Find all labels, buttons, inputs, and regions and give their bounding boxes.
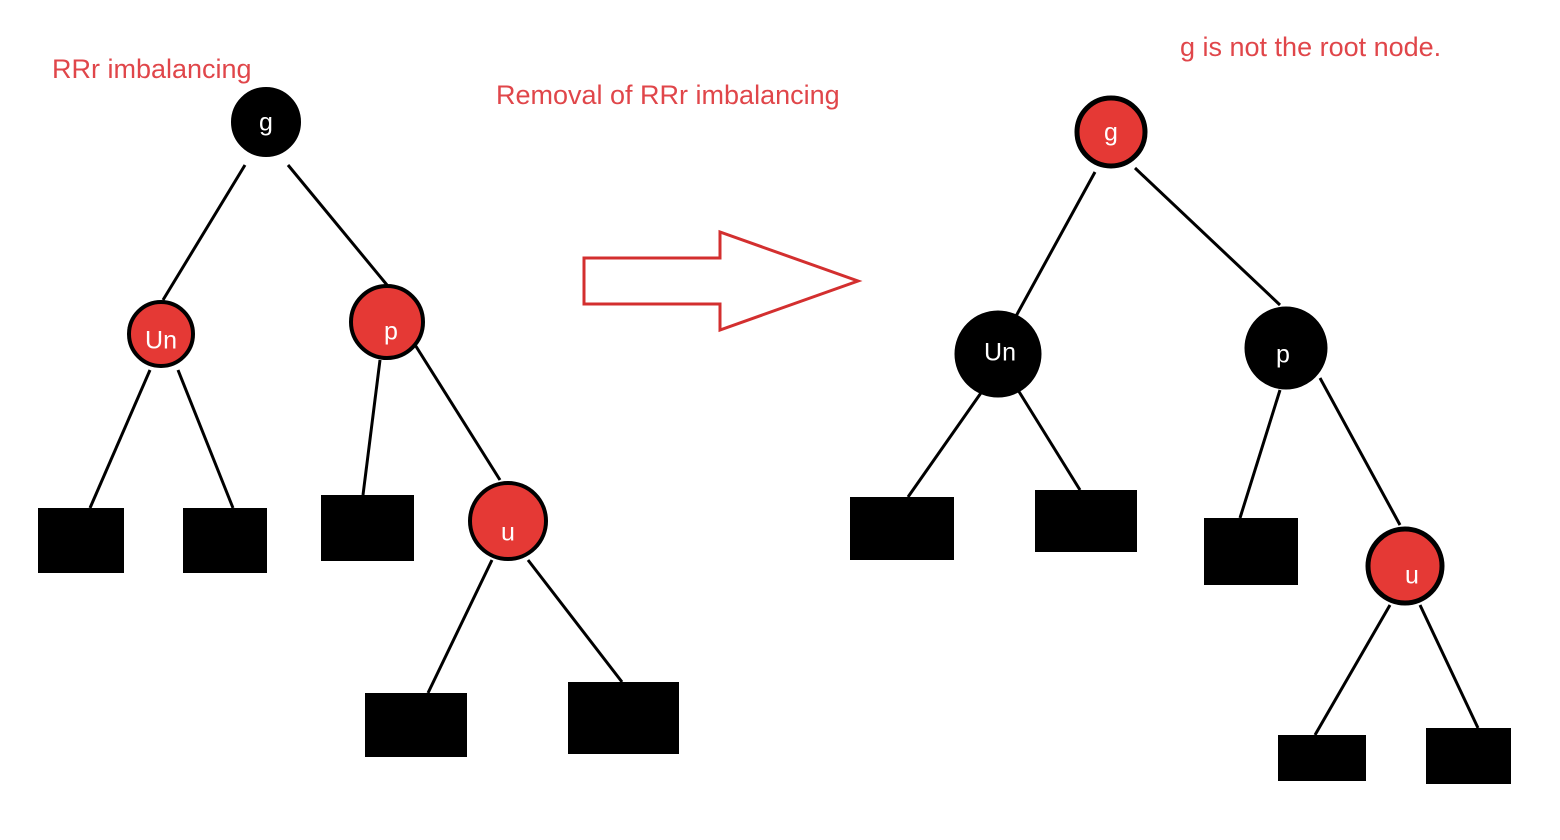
edge-p-leaf3 [361,359,382,496]
edge-un-leaf2 [1016,389,1082,491]
edge-g-un [161,164,247,301]
node-label: u [1405,562,1419,590]
edge-u-leaf5 [526,559,624,683]
node-p: p [349,284,425,360]
edge-p-leaf3 [1238,389,1282,519]
nil-leaf [1035,490,1137,552]
node-un: Un [127,300,195,368]
node-label: u [501,519,515,547]
edge-u-leaf5 [1418,604,1480,729]
transform-arrow-icon [582,229,863,333]
nil-leaf [365,693,467,757]
node-p: p [1244,306,1328,390]
nil-leaf [850,497,954,560]
before-tree: g Un p u [38,87,679,757]
edge-p-u [1318,377,1402,526]
node-g: g [231,87,301,157]
edge-u-leaf4 [1313,604,1392,736]
node-un: Un [954,310,1042,398]
edge-g-un [1013,171,1097,319]
node-label: p [384,318,398,346]
node-g: g [1074,95,1148,169]
edge-p-u [410,339,502,481]
node-label: g [1104,119,1118,147]
edge-g-p [1133,166,1282,307]
edge-un-leaf1 [88,369,152,509]
nil-leaf [568,682,679,754]
nil-leaf [1426,728,1511,784]
after-tree: g Un p u [850,95,1511,784]
node-u: u [1365,526,1445,606]
edge-un-leaf1 [906,389,985,498]
nil-leaf [321,495,414,561]
nil-leaf [1278,735,1366,781]
edge-un-leaf2 [176,369,235,509]
node-label: p [1276,341,1290,369]
node-label: Un [145,327,177,355]
edge-u-leaf4 [426,559,494,694]
nil-leaf [1204,518,1298,585]
nil-leaf [183,508,267,573]
left-title: RRr imbalancing [52,54,252,84]
middle-title: Removal of RRr imbalancing [496,80,840,110]
node-label: g [259,109,273,137]
right-title: g is not the root node. [1180,32,1441,62]
nil-leaf [38,508,124,573]
edge-g-p [286,164,389,286]
node-label: Un [984,339,1016,367]
node-u: u [468,481,548,561]
